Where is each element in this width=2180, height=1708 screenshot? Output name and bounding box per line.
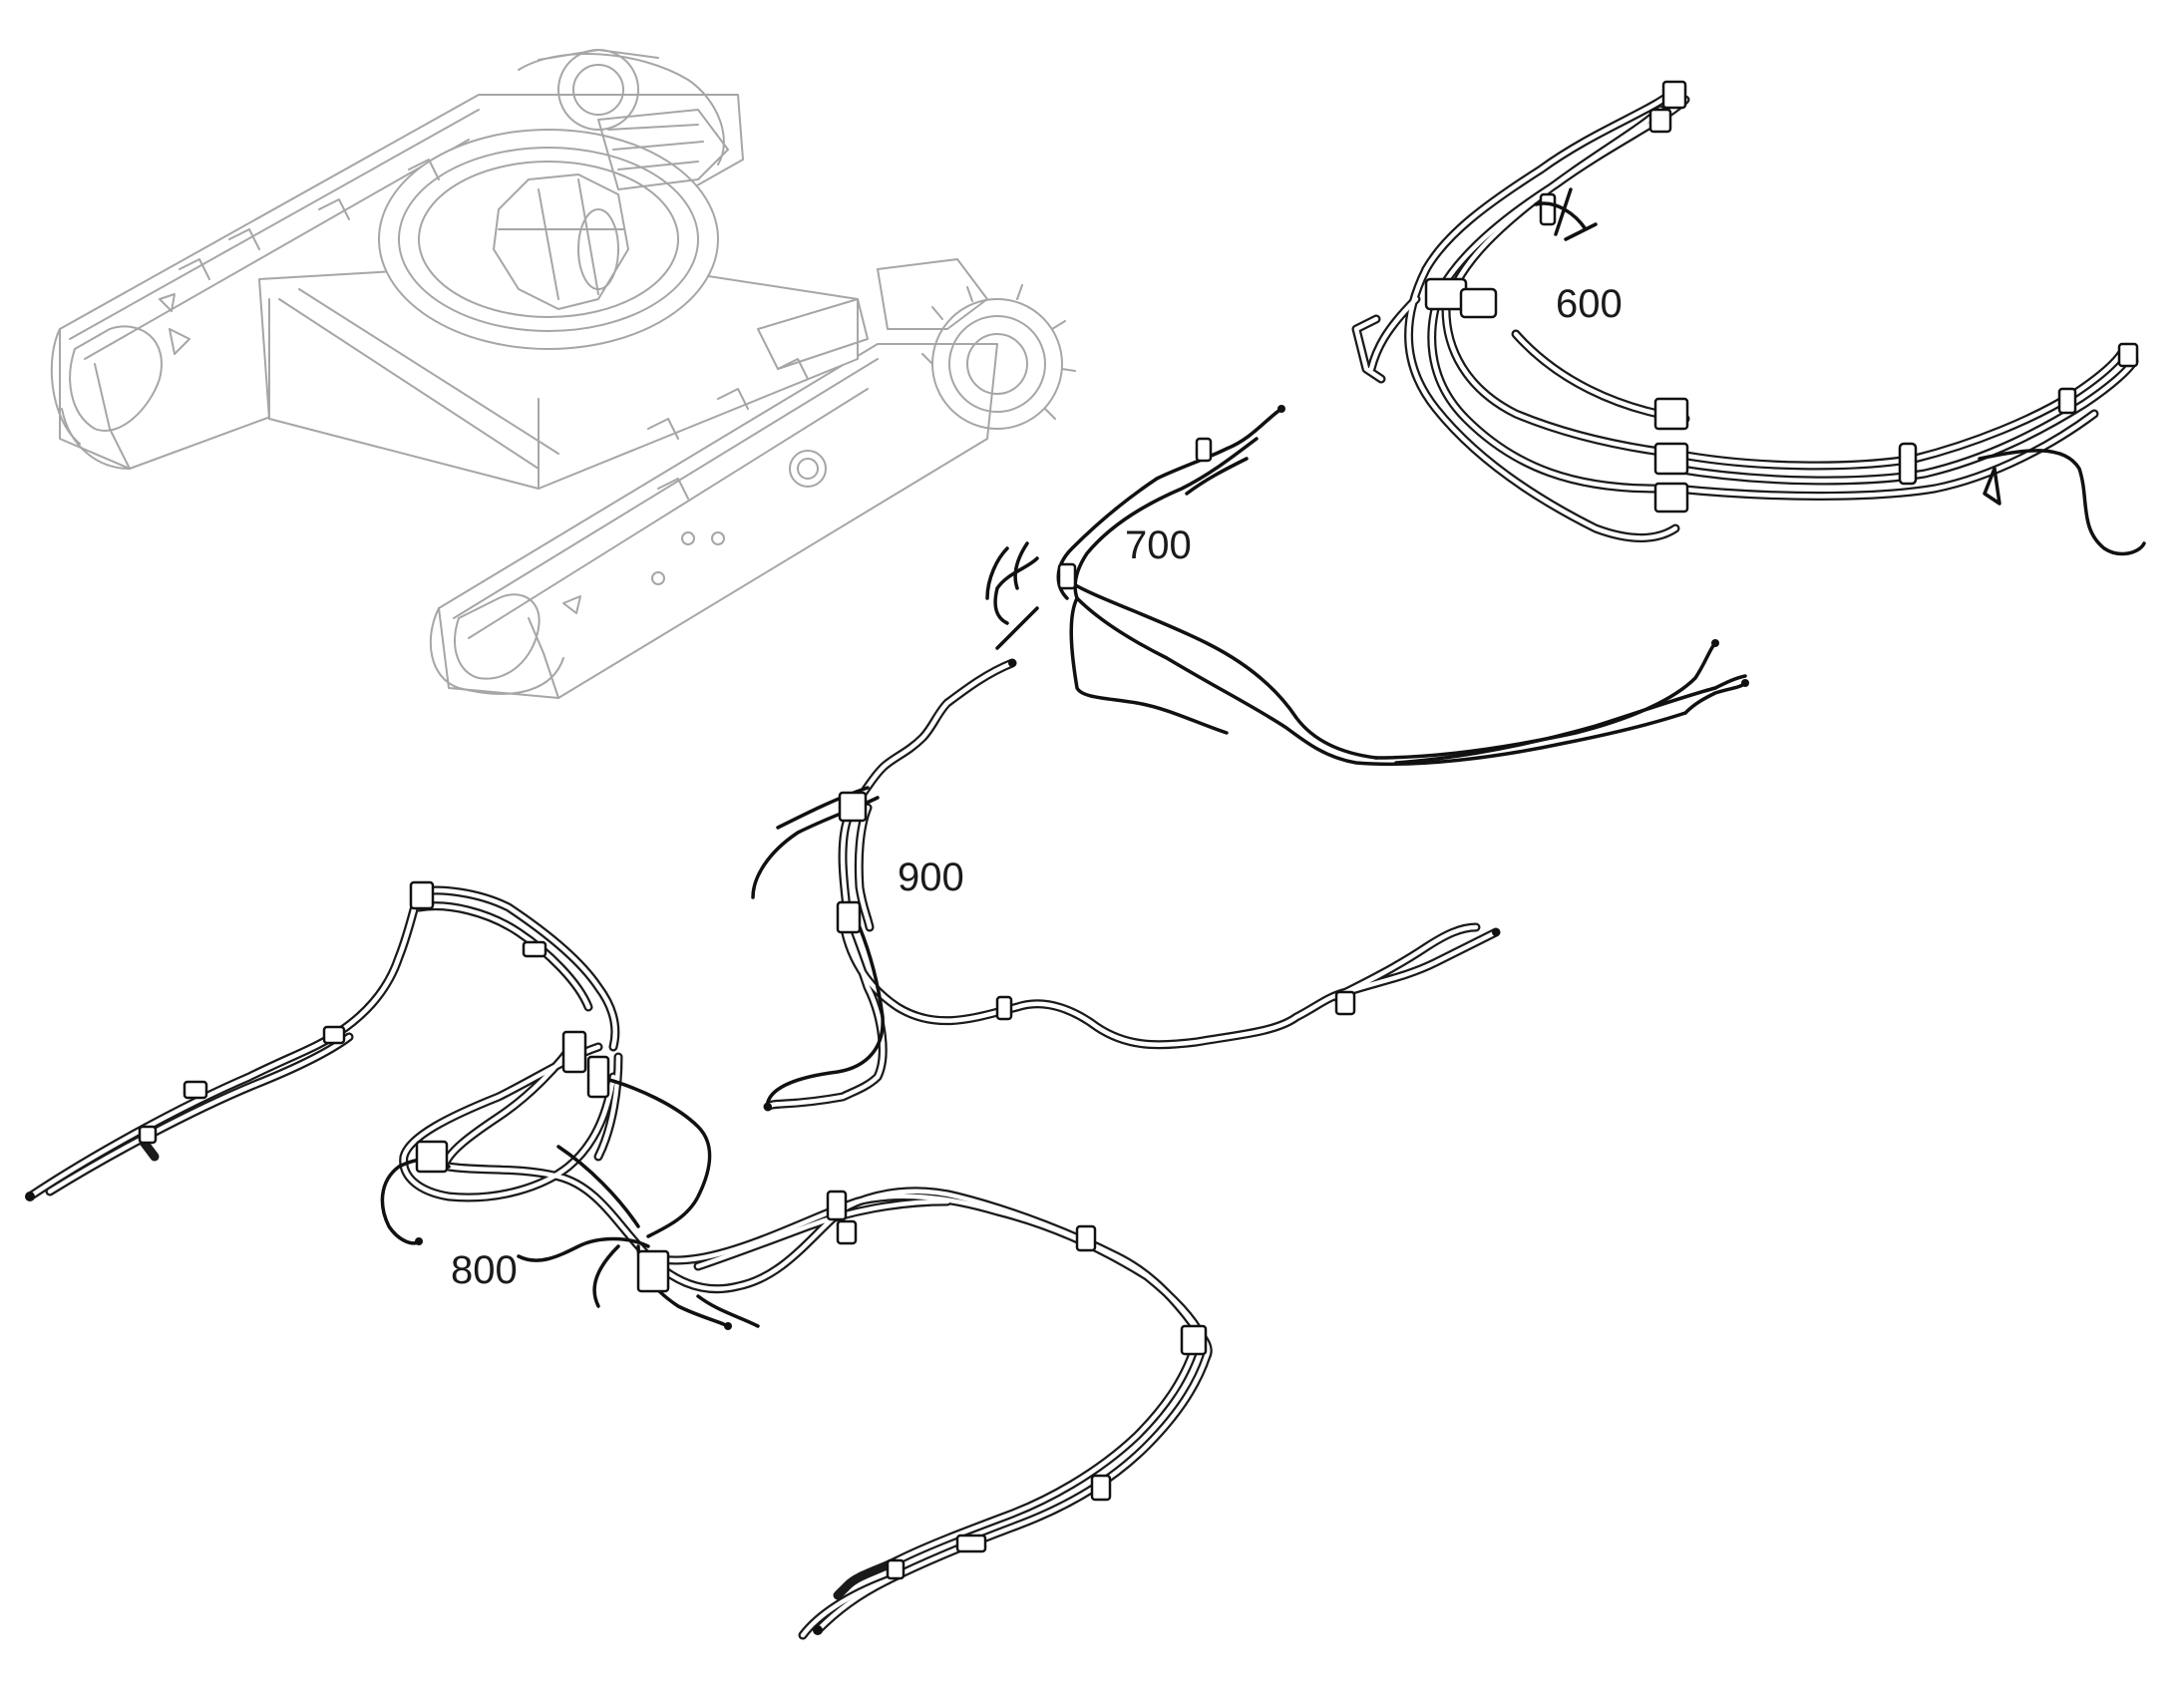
callout-600: 600 — [1556, 282, 1623, 326]
hose-assembly-900 — [751, 658, 1501, 1112]
wire-harness-700 — [985, 405, 1749, 767]
undercarriage-illustration — [50, 49, 1076, 699]
callout-900: 900 — [898, 855, 964, 899]
hose-assembly-800 — [25, 880, 1213, 1640]
hose-assembly-600 — [1351, 80, 2146, 556]
callout-700: 700 — [1125, 523, 1192, 567]
callout-800: 800 — [451, 1248, 518, 1292]
